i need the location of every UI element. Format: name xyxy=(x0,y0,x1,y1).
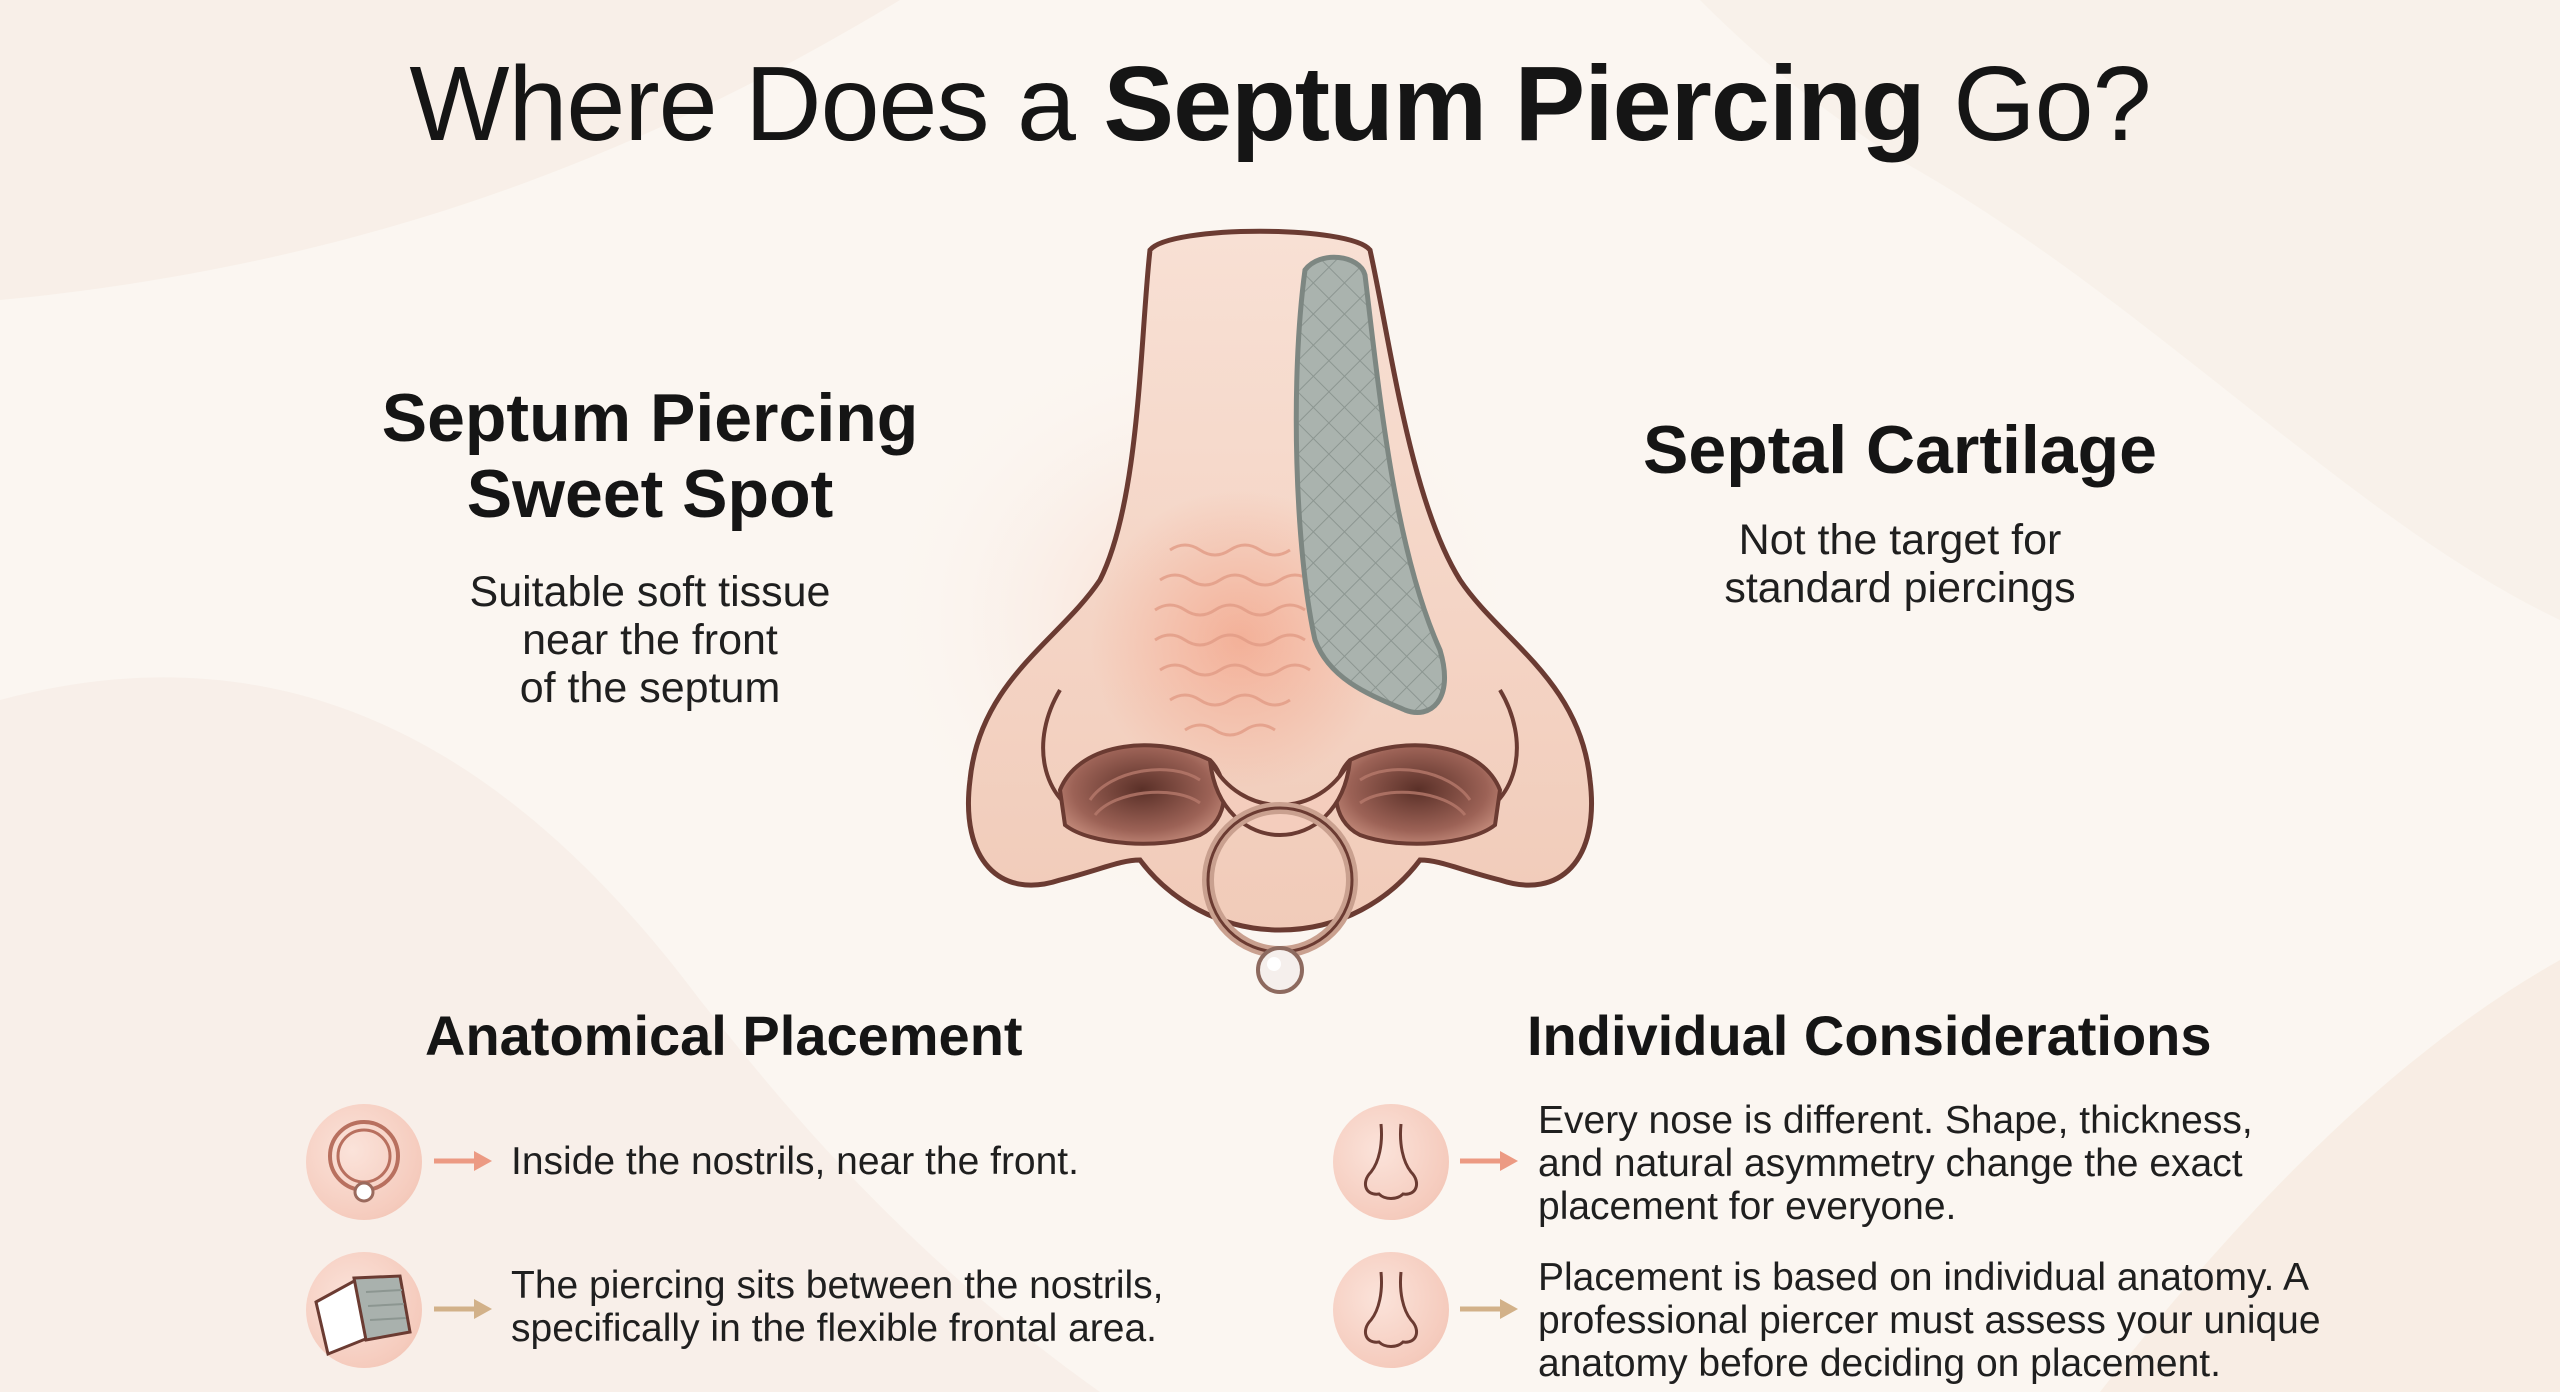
item-text-line: specifically in the flexible frontal are… xyxy=(511,1307,1157,1350)
item-text-line: and natural asymmetry change the exact xyxy=(1538,1142,2243,1185)
tissue-layers-icon xyxy=(306,1252,422,1368)
sweet-spot-desc-line: near the front xyxy=(522,616,778,664)
nose-icon xyxy=(1333,1104,1449,1220)
item-text-line: Placement is based on individual anatomy… xyxy=(1538,1256,2310,1299)
arrow-right-icon xyxy=(1460,1151,1518,1171)
arrow-right-icon xyxy=(434,1151,492,1171)
item-text-line: The piercing sits between the nostrils, xyxy=(511,1264,1164,1307)
sweet-spot-heading-line-1: Septum Piercing xyxy=(381,380,919,456)
anatomical-item-1-text: Inside the nostrils, near the front. xyxy=(511,1140,1079,1183)
individual-item-2-text: Placement is based on individual anatomy… xyxy=(1538,1256,2321,1385)
tissue-texture xyxy=(1154,543,1311,737)
item-text-line: anatomy before deciding on placement. xyxy=(1538,1342,2221,1385)
individual-considerations-heading: Individual Considerations xyxy=(1527,1004,2212,1067)
item-text-line: placement for everyone. xyxy=(1538,1185,1957,1228)
title-part-1: Where Does a xyxy=(409,45,1104,163)
item-text-line: Inside the nostrils, near the front. xyxy=(511,1140,1079,1183)
sweet-spot-heading: Septum Piercing Sweet Spot xyxy=(330,380,970,532)
nose-illustration xyxy=(966,228,1594,994)
anatomical-item-2-text: The piercing sits between the nostrils, … xyxy=(511,1264,1164,1350)
item-text-line: Every nose is different. Shape, thicknes… xyxy=(1538,1099,2253,1142)
cartilage-desc-line: Not the target for xyxy=(1738,516,2062,564)
arrow-right-icon xyxy=(434,1299,492,1319)
septal-cartilage-shape xyxy=(1293,254,1447,715)
anatomical-placement-heading: Anatomical Placement xyxy=(425,1004,1023,1067)
title-part-2: Septum Piercing xyxy=(1103,45,1925,163)
sweet-spot-description: Suitable soft tissue near the front of t… xyxy=(400,568,900,712)
arrow-right-icon xyxy=(1460,1299,1518,1319)
septal-cartilage-heading: Septal Cartilage xyxy=(1643,412,2157,488)
individual-item-1-text: Every nose is different. Shape, thicknes… xyxy=(1538,1099,2253,1228)
septal-cartilage-description: Not the target for standard piercings xyxy=(1600,516,2200,612)
ring-bead xyxy=(1256,946,1304,994)
page-title: Where Does a Septum Piercing Go? xyxy=(0,40,2560,168)
cartilage-desc-line: standard piercings xyxy=(1724,564,2076,612)
item-text-line: professional piercer must assess your un… xyxy=(1538,1299,2321,1342)
nose-icon xyxy=(1333,1252,1449,1368)
sweet-spot-heading-line-2: Sweet Spot xyxy=(466,456,834,532)
sweet-spot-desc-line: of the septum xyxy=(519,664,781,712)
ring-piercing-icon xyxy=(306,1104,422,1220)
sweet-spot-desc-line: Suitable soft tissue xyxy=(469,568,831,616)
title-part-3: Go? xyxy=(1924,45,2151,163)
